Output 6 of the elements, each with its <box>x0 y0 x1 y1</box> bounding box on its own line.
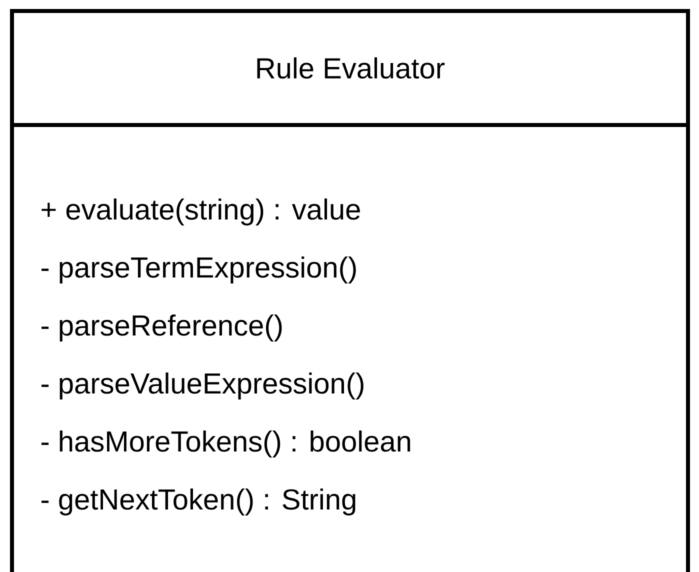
method-text: + evaluate(string) : value <box>42 198 360 226</box>
method-text: - getNextToken() : String <box>42 488 356 516</box>
method-text: - parseValueExpression() <box>42 372 364 400</box>
method-text: - parseReference() <box>42 314 282 342</box>
method-text: - hasMoreTokens() : boolean <box>42 430 410 458</box>
method-text: - parseTermExpression() <box>42 256 356 284</box>
